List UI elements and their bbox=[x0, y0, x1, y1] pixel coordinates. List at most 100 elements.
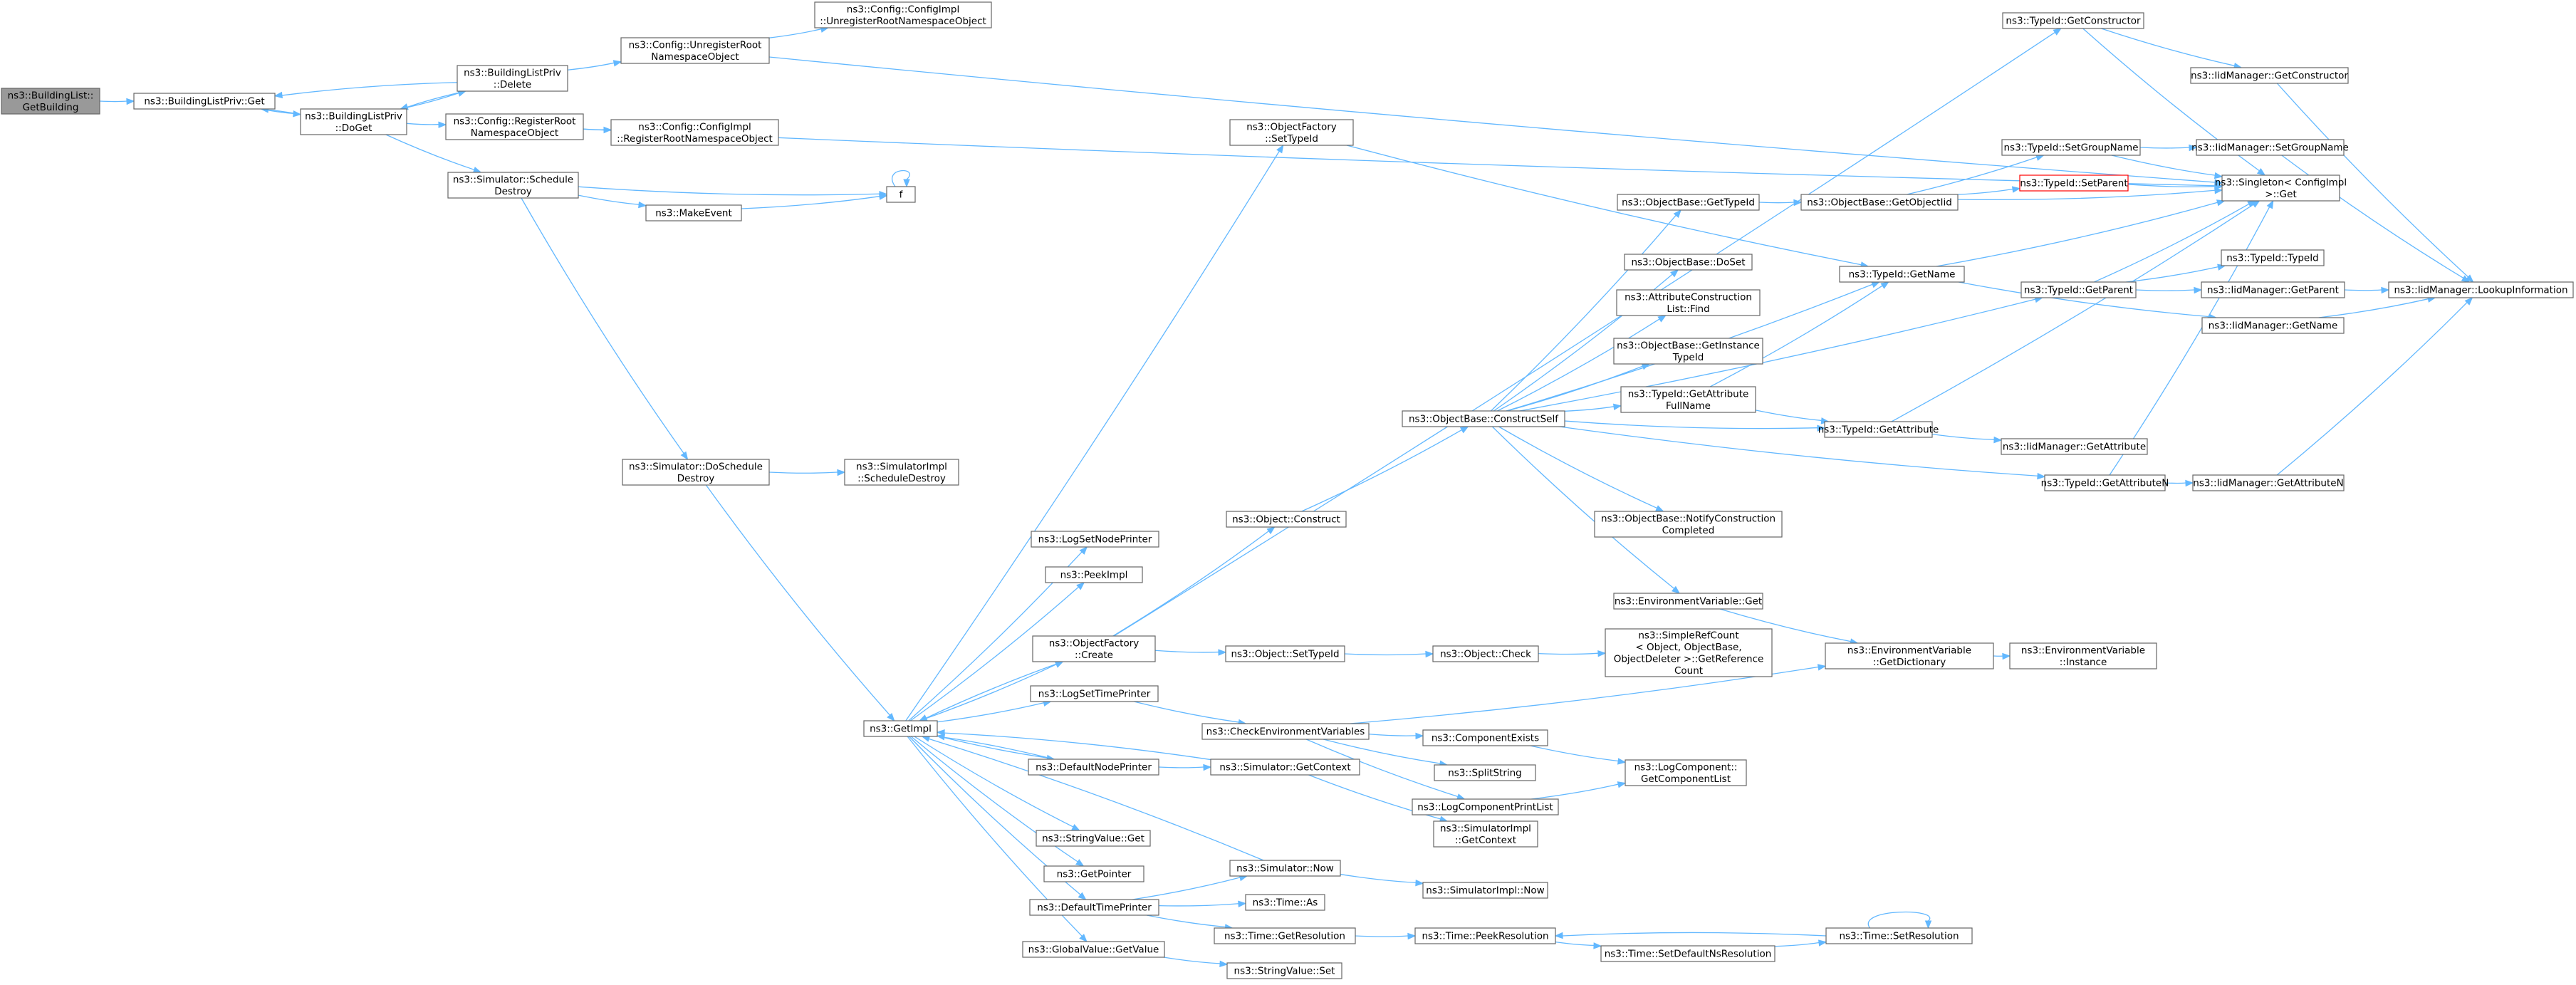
function-node[interactable]: ns3::EnvironmentVariable::Instance bbox=[2009, 642, 2157, 669]
function-node[interactable]: ns3::Config::ConfigImpl::UnregisterRootN… bbox=[814, 1, 992, 28]
node-box bbox=[1613, 593, 1763, 610]
edge-line bbox=[1132, 877, 1241, 900]
edge-arrowhead bbox=[1612, 403, 1622, 411]
function-node[interactable]: ns3::ObjectFactory::SetTypeId bbox=[1229, 119, 1354, 146]
edge-arrowhead bbox=[1597, 650, 1607, 657]
function-node[interactable]: ns3::BuildingList::GetBuilding bbox=[1, 88, 100, 115]
edge-line bbox=[910, 736, 1078, 862]
function-node[interactable]: ns3::TypeId::GetParent bbox=[2020, 281, 2137, 298]
node-label: ns3::ObjectBase::ConstructSelf bbox=[1409, 414, 1559, 425]
function-node[interactable]: ns3::ObjectFactory::Create bbox=[1032, 635, 1156, 662]
function-node[interactable]: ns3::SplitString bbox=[1434, 764, 1536, 781]
function-node[interactable]: ns3::Singleton< ConfigImpl>::Get bbox=[2215, 174, 2347, 202]
edge-line bbox=[2126, 266, 2218, 283]
edge-arrowhead bbox=[2213, 172, 2223, 179]
function-node[interactable]: ns3::ObjectBase::GetObjectIid bbox=[1800, 194, 1959, 211]
function-node[interactable]: ns3::LogSetNodePrinter bbox=[1031, 531, 1159, 548]
function-node[interactable]: ns3::TypeId::SetGroupName bbox=[2001, 139, 2141, 156]
function-node[interactable]: ns3::TypeId::GetConstructor bbox=[2002, 12, 2144, 29]
edge-n56-to-n64 bbox=[2111, 155, 2223, 179]
function-node[interactable]: ns3::BuildingListPriv::Get bbox=[133, 93, 276, 110]
edge-line bbox=[2127, 184, 2216, 187]
function-node[interactable]: ns3::Object::SetTypeId bbox=[1225, 645, 1345, 662]
edge-line bbox=[926, 661, 1063, 719]
function-node[interactable]: ns3::BuildingListPriv::Delete bbox=[457, 65, 568, 92]
function-node[interactable]: ns3::BuildingListPriv::DoGet bbox=[300, 108, 407, 135]
edge-line bbox=[1530, 745, 1619, 762]
node-label: ::Instance bbox=[2060, 657, 2107, 668]
function-node[interactable]: ns3::SimulatorImpl::ScheduleDestroy bbox=[844, 459, 959, 486]
function-node[interactable]: ns3::Time::GetResolution bbox=[1214, 927, 1356, 944]
function-node[interactable]: ns3::IidManager::SetGroupName bbox=[2191, 139, 2349, 156]
function-node[interactable]: ns3::PeekImpl bbox=[1045, 566, 1143, 583]
function-node[interactable]: ns3::Time::As bbox=[1245, 894, 1325, 911]
node-box bbox=[2201, 317, 2345, 334]
function-node[interactable]: ns3::GlobalValue::GetValue bbox=[1022, 941, 1165, 958]
node-label: ns3::DefaultNodePrinter bbox=[1036, 762, 1152, 773]
function-node[interactable]: ns3::TypeId::GetAttribute bbox=[1818, 421, 1939, 438]
edge-n3-to-n4 bbox=[567, 60, 622, 71]
node-label: FullName bbox=[1666, 400, 1711, 412]
function-node[interactable]: ns3::Time::SetResolution bbox=[1825, 927, 1973, 944]
function-node[interactable]: ns3::TypeId::TypeId bbox=[2221, 249, 2325, 266]
node-label: ns3::CheckEnvironmentVariables bbox=[1206, 726, 1365, 738]
function-node[interactable]: ns3::DefaultNodePrinter bbox=[1028, 759, 1159, 776]
function-node[interactable]: ns3::Simulator::ScheduleDestroy bbox=[447, 172, 579, 199]
node-label: ns3::TypeId::GetAttribute bbox=[1628, 388, 1749, 400]
edge-line bbox=[1555, 942, 1595, 947]
function-node[interactable]: ns3::ObjectBase::GetTypeId bbox=[1617, 194, 1760, 211]
function-node[interactable]: ns3::IidManager::GetConstructor bbox=[2190, 67, 2349, 84]
function-node[interactable]: f bbox=[886, 186, 916, 203]
function-node[interactable]: ns3::TypeId::GetName bbox=[1839, 266, 1965, 283]
function-node[interactable]: ns3::ObjectBase::ConstructSelf bbox=[1402, 410, 1565, 427]
function-node[interactable]: ns3::Config::UnregisterRootNamespaceObje… bbox=[620, 37, 770, 64]
function-node[interactable]: ns3::CheckEnvironmentVariables bbox=[1201, 723, 1370, 740]
function-node[interactable]: ns3::DefaultTimePrinter bbox=[1029, 899, 1159, 916]
function-node[interactable]: ns3::StringValue::Set bbox=[1226, 962, 1342, 979]
function-node[interactable]: ns3::GetImpl bbox=[863, 720, 938, 737]
function-node[interactable]: ns3::MakeEvent bbox=[645, 204, 742, 222]
function-node[interactable]: ns3::ComponentExists bbox=[1422, 729, 1548, 746]
function-node[interactable]: ns3::IidManager::GetName bbox=[2201, 317, 2345, 334]
function-node[interactable]: ns3::ObjectBase::NotifyConstructionCompl… bbox=[1594, 511, 1783, 538]
function-node[interactable]: ns3::SimpleRefCount< Object, ObjectBase,… bbox=[1605, 628, 1773, 677]
function-node[interactable]: ns3::LogComponent::GetComponentList bbox=[1625, 759, 1747, 786]
edge-arrowhead bbox=[1657, 315, 1667, 323]
function-node[interactable]: ns3::IidManager::GetAttributeN bbox=[2192, 474, 2345, 491]
function-node[interactable]: ns3::GetPointer bbox=[1043, 865, 1144, 882]
function-node[interactable]: ns3::Object::Construct bbox=[1226, 511, 1347, 528]
function-node[interactable]: ns3::Time::PeekResolution bbox=[1414, 927, 1556, 944]
edge-n13-to-n18 bbox=[937, 735, 1055, 762]
function-node[interactable]: ns3::StringValue::Get bbox=[1036, 830, 1151, 847]
function-node[interactable]: ns3::Config::ConfigImpl::RegisterRootNam… bbox=[610, 119, 779, 146]
node-label: ns3::IidManager::LookupInformation bbox=[2394, 285, 2567, 296]
function-node[interactable]: ns3::TypeId::GetAttributeN bbox=[2041, 474, 2169, 491]
edge-n33-to-n47 bbox=[1538, 650, 1607, 657]
edge-arrowhead bbox=[2247, 200, 2256, 208]
function-node[interactable]: ns3::Time::SetDefaultNsResolution bbox=[1600, 945, 1775, 962]
function-node[interactable]: ns3::TypeId::SetParent bbox=[2019, 174, 2129, 192]
function-node[interactable]: ns3::SimulatorImpl::Now bbox=[1422, 882, 1548, 899]
function-node[interactable]: ns3::IidManager::GetParent bbox=[2201, 281, 2345, 298]
function-node[interactable]: ns3::Simulator::GetContext bbox=[1210, 759, 1360, 776]
node-label: ns3::MakeEvent bbox=[655, 208, 732, 219]
function-node[interactable]: ns3::EnvironmentVariable::Get bbox=[1613, 593, 1763, 610]
function-node[interactable]: ns3::IidManager::GetAttribute bbox=[2001, 438, 2148, 455]
edge-n32-to-n58 bbox=[1519, 296, 2044, 412]
function-node[interactable]: ns3::IidManager::LookupInformation bbox=[2388, 281, 2574, 298]
function-node[interactable]: ns3::Config::RegisterRootNamespaceObject bbox=[445, 113, 584, 140]
function-node[interactable]: ns3::Simulator::Now bbox=[1229, 860, 1341, 877]
node-box bbox=[1422, 729, 1548, 746]
edge-n49-to-n54 bbox=[1774, 939, 1827, 947]
function-node[interactable]: ns3::ObjectBase::DoSet bbox=[1624, 254, 1753, 271]
function-node[interactable]: ns3::Object::Check bbox=[1432, 645, 1539, 662]
edge-n26-to-n34 bbox=[1368, 732, 1424, 740]
function-node[interactable]: ns3::SimulatorImpl::GetContext bbox=[1433, 820, 1538, 848]
function-node[interactable]: ns3::LogComponentPrintList bbox=[1412, 798, 1559, 815]
function-node[interactable]: ns3::EnvironmentVariable::GetDictionary bbox=[1825, 642, 1994, 669]
function-node[interactable]: ns3::LogSetTimePrinter bbox=[1030, 685, 1159, 702]
